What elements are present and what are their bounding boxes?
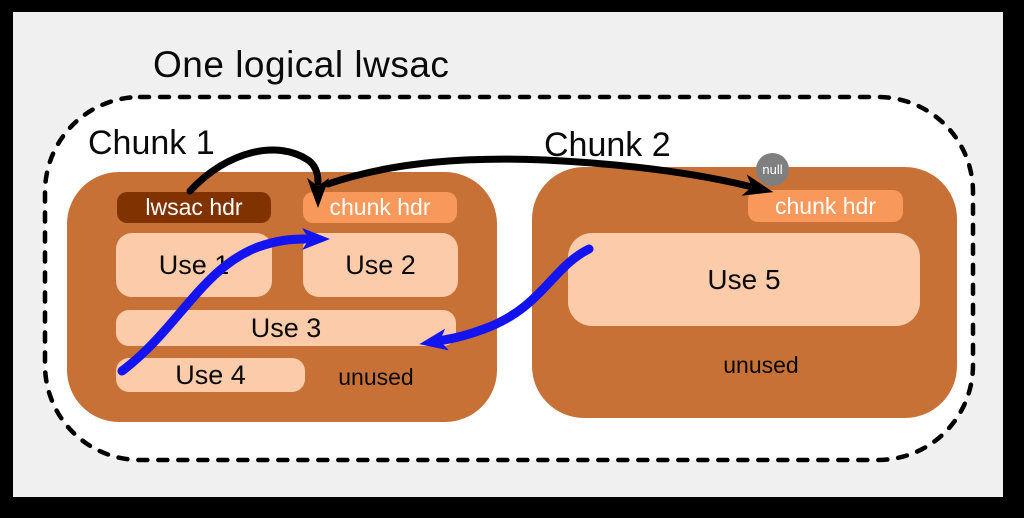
use5-box: Use 5 xyxy=(568,233,920,326)
null-pointer-badge: null xyxy=(756,153,789,186)
chunk1-body: lwsac hdr chunk hdr Use 1 Use 2 Use 3 Us… xyxy=(67,172,497,422)
chunk1-unused-label: unused xyxy=(338,364,414,390)
use2-box: Use 2 xyxy=(303,233,458,297)
use1-box: Use 1 xyxy=(116,233,272,297)
use3-box: Use 3 xyxy=(116,310,456,346)
chunk2-body: chunk hdr Use 5 unused xyxy=(532,167,957,418)
use4-box: Use 4 xyxy=(116,358,305,392)
chunk2-unused-label: unused xyxy=(723,352,799,378)
lwsac-header-box: lwsac hdr xyxy=(117,192,271,223)
chunk2-label: Chunk 2 xyxy=(544,126,671,164)
chunk2-header-box: chunk hdr xyxy=(748,190,903,222)
chunk1-header-box: chunk hdr xyxy=(303,192,457,223)
chunk1-label: Chunk 1 xyxy=(88,124,215,162)
diagram-title: One logical lwsac xyxy=(153,44,450,85)
